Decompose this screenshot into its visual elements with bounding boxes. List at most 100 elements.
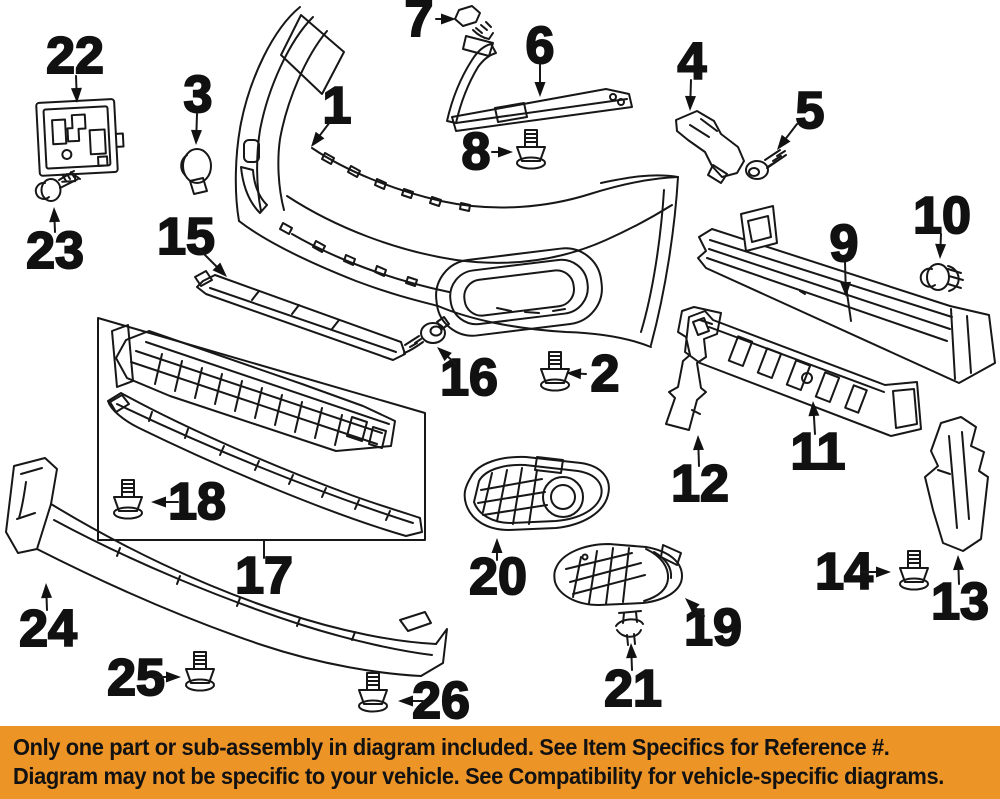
callout-4: 4 (677, 32, 708, 111)
callout-22: 22 (45, 26, 105, 103)
part-box-17 (97, 317, 426, 541)
part-absorber-11 (684, 310, 922, 437)
callout-number-20: 20 (469, 548, 527, 606)
callout-6: 6 (525, 16, 555, 97)
callout-number-7: 7 (405, 0, 434, 48)
part-bolt-25 (185, 651, 215, 692)
callout-8: 8 (461, 122, 513, 182)
part-bolt-14 (899, 550, 929, 591)
callout-15: 15 (156, 207, 227, 277)
callout-25: 25 (106, 648, 181, 708)
part-beam-9 (697, 205, 996, 384)
part-bracket-12 (665, 306, 722, 431)
part-lower-molding (107, 392, 423, 537)
disclaimer-banner: Only one part or sub-assembly in diagram… (0, 726, 1000, 799)
callout-arrow-line (195, 113, 198, 132)
callout-21: 21 (603, 643, 663, 719)
callout-arrowhead (437, 347, 452, 362)
callout-arrowhead (566, 368, 582, 380)
callout-arrowhead (953, 555, 965, 571)
disclaimer-line-1: Only one part or sub-assembly in diagram… (13, 734, 890, 761)
callout-number-9: 9 (830, 215, 859, 273)
callout-9: 9 (829, 214, 859, 297)
callout-10: 10 (912, 186, 972, 259)
parts-drawing (5, 5, 996, 713)
callout-arrow-line (844, 261, 847, 284)
callout-arrowhead (151, 496, 166, 508)
callout-number-2: 2 (591, 345, 620, 403)
part-bolt-18 (113, 479, 143, 520)
callout-1: 1 (311, 76, 352, 147)
callout-5: 5 (777, 81, 825, 150)
callout-arrowhead (190, 129, 202, 145)
callout-number-4: 4 (678, 33, 707, 91)
part-bolt-10 (919, 263, 964, 292)
part-clip-3 (180, 148, 212, 195)
callout-arrowhead (840, 281, 852, 297)
callout-arrow-line (694, 607, 705, 617)
callout-number-21: 21 (604, 660, 662, 718)
callout-arrowhead (808, 401, 820, 417)
callout-arrowhead (311, 131, 325, 147)
callout-arrowhead (491, 538, 503, 553)
callout-arrowhead (212, 262, 227, 277)
callout-arrowhead (626, 643, 638, 659)
part-spacer-15 (194, 270, 406, 361)
part-bolt-7 (454, 5, 494, 40)
callout-14: 14 (814, 542, 891, 602)
part-spoiler-24 (5, 457, 448, 677)
part-bolt-16 (403, 316, 450, 354)
part-stay-6 (446, 35, 633, 132)
callout-number-1: 1 (323, 77, 352, 135)
callout-arrowhead (777, 134, 791, 150)
part-bracket-4 (675, 110, 745, 184)
callout-arrowhead (398, 695, 413, 707)
callout-number-10: 10 (913, 187, 971, 245)
callout-arrowhead (935, 243, 947, 259)
part-license-plate-bracket (35, 98, 125, 183)
part-fog-garnish-19 (553, 543, 683, 606)
callout-arrowhead (685, 598, 700, 613)
callout-arrowhead (692, 435, 704, 451)
part-grille (111, 324, 396, 452)
callout-arrowhead (534, 82, 546, 97)
part-clip-21 (615, 610, 644, 646)
callout-12: 12 (670, 435, 730, 514)
callout-arrow-line (689, 79, 692, 98)
callout-arrowhead (70, 87, 82, 103)
callout-arrowhead (49, 207, 61, 223)
callout-3: 3 (183, 65, 213, 145)
part-bolt-26 (358, 672, 388, 713)
callout-17: 17 (234, 540, 294, 606)
callout-2: 2 (566, 344, 620, 404)
callout-24: 24 (18, 583, 78, 659)
part-fog-garnish-20 (463, 455, 610, 531)
callout-arrowhead (166, 671, 181, 683)
part-bolt-2 (540, 351, 570, 392)
callout-arrowhead (498, 146, 513, 158)
callout-19: 19 (683, 598, 743, 658)
callout-number-11: 11 (791, 423, 846, 481)
callout-13: 13 (930, 555, 990, 632)
callout-number-24: 24 (19, 600, 77, 658)
part-bumper-cover (234, 6, 679, 348)
callout-arrowhead (876, 566, 891, 578)
callout-arrow-line (199, 249, 218, 268)
callout-arrowhead (41, 583, 53, 599)
callout-7: 7 (404, 0, 456, 49)
callout-16: 16 (437, 347, 499, 408)
callout-arrow-line (785, 123, 798, 140)
callout-20: 20 (468, 538, 528, 607)
part-bracket-13 (924, 416, 989, 552)
callout-number-5: 5 (796, 82, 825, 140)
part-bolt-5 (745, 149, 787, 180)
callout-number-14: 14 (815, 543, 873, 601)
callout-arrow-line (697, 448, 700, 467)
disclaimer-line-2: Diagram may not be specific to your vehi… (13, 763, 944, 789)
part-screw-23 (34, 170, 81, 202)
callout-number-3: 3 (184, 66, 213, 124)
part-bolt-8 (516, 129, 546, 170)
callout-number-23: 23 (26, 222, 84, 280)
